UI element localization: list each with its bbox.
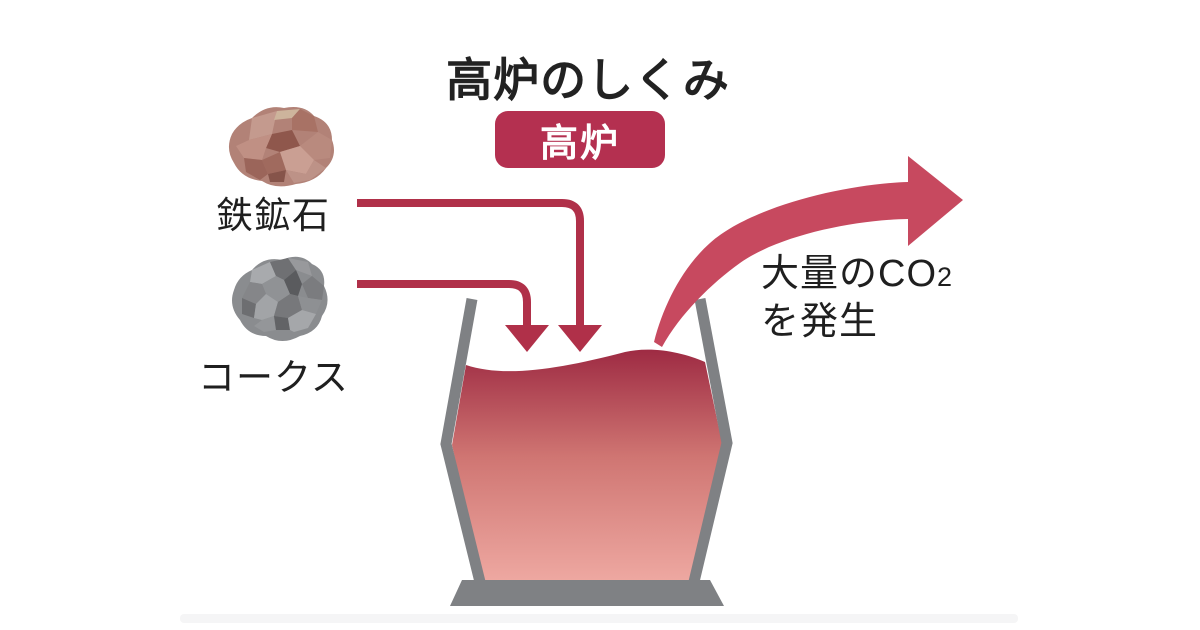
- furnace-base: [450, 580, 724, 606]
- bottom-shadow-strip: [180, 614, 1018, 623]
- coke-feed-arrow-line: [357, 280, 531, 327]
- blast-furnace-badge: 高炉: [495, 111, 665, 168]
- co2-annotation-line1: 大量のCO: [761, 253, 938, 295]
- furnace-left-wall: [440, 298, 487, 588]
- iron-ore-rock-icon: [228, 107, 334, 187]
- furnace-right-wall: [687, 297, 733, 588]
- molten-iron: [452, 349, 722, 581]
- iron-ore-feed-arrowhead: [558, 325, 602, 352]
- coke-rock-icon: [232, 256, 328, 341]
- blast-furnace-badge-label: 高炉: [539, 123, 620, 165]
- iron-ore-feed-arrow: [357, 199, 602, 352]
- coke-label: コークス: [198, 357, 349, 398]
- co2-arrow-icon: [654, 156, 963, 347]
- coke-feed-arrow: [357, 280, 549, 352]
- co2-subscript: 2: [937, 262, 954, 292]
- coke-feed-arrowhead: [505, 325, 549, 352]
- iron-ore-feed-arrow-line: [357, 199, 584, 327]
- furnace-vessel: [440, 297, 733, 606]
- iron-ore-label: 鉄鉱石: [216, 195, 330, 236]
- co2-annotation: 大量のCO2 を発生: [761, 252, 953, 345]
- page-title: 高炉のしくみ: [446, 54, 730, 106]
- co2-annotation-line2: を発生: [761, 301, 879, 343]
